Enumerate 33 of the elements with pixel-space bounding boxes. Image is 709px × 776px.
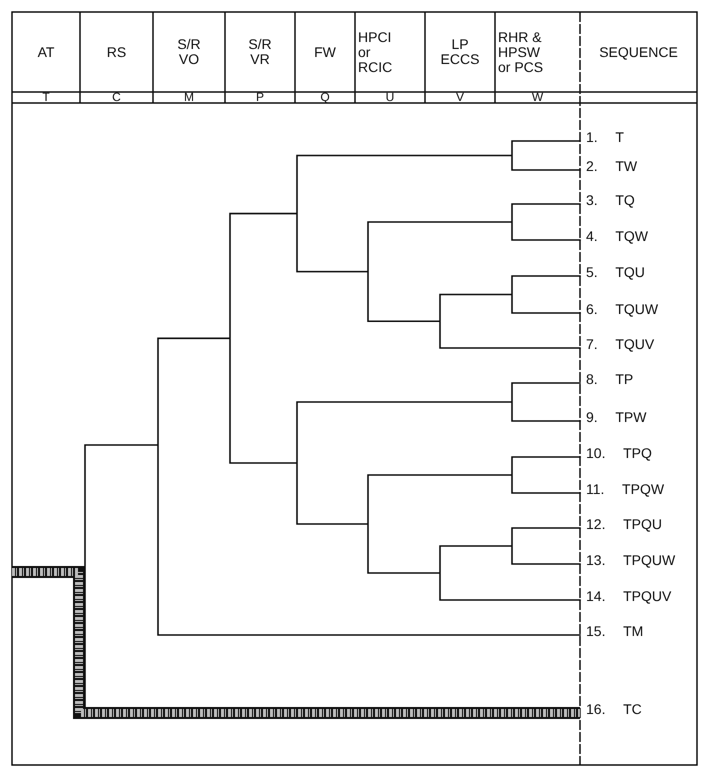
column-header: HPCI or RCIC (357, 30, 394, 74)
sequence-label: 5. TQU (586, 264, 645, 280)
sequence-label: 8. TP (586, 371, 634, 387)
event-symbol: U (386, 90, 394, 105)
event-symbol: P (256, 90, 264, 105)
event-symbol: V (456, 90, 464, 105)
column-header: RHR & HPSW or PCS (497, 30, 544, 74)
column-header: RS (106, 44, 126, 60)
sequence-label: 13. TPQUW (586, 552, 676, 568)
column-header: FW (314, 44, 336, 60)
sequence-label: 15. TM (586, 623, 644, 639)
sequence-label: 7. TQUV (586, 336, 654, 352)
sequence-label: 4. TQW (586, 228, 648, 244)
sequence-label: 1. T (586, 129, 624, 145)
event-symbol: W (532, 90, 544, 105)
sequence-label: 6. TQUW (586, 301, 658, 317)
column-header: S/R VR (248, 37, 272, 67)
event-symbol: M (184, 90, 194, 105)
column-header: AT (38, 44, 54, 60)
column-header: S/R VO (177, 37, 201, 67)
event-symbol: Q (320, 90, 330, 105)
sequence-label: 2. TW (586, 158, 638, 174)
sequence-label: 11. TPQW (586, 481, 664, 497)
sequence-label: 3. TQ (586, 192, 635, 208)
column-header: SEQUENCE (599, 44, 678, 60)
event-symbol: C (112, 90, 121, 105)
event-symbol: T (42, 90, 50, 105)
sequence-label: 10. TPQ (586, 445, 652, 461)
sequence-label: 16. TC (586, 701, 642, 717)
sequence-label: 9. TPW (586, 409, 646, 425)
sequence-label: 12. TPQU (586, 516, 662, 532)
sequence-label: 14. TPQUV (586, 588, 672, 604)
column-header: LP ECCS (440, 37, 480, 67)
